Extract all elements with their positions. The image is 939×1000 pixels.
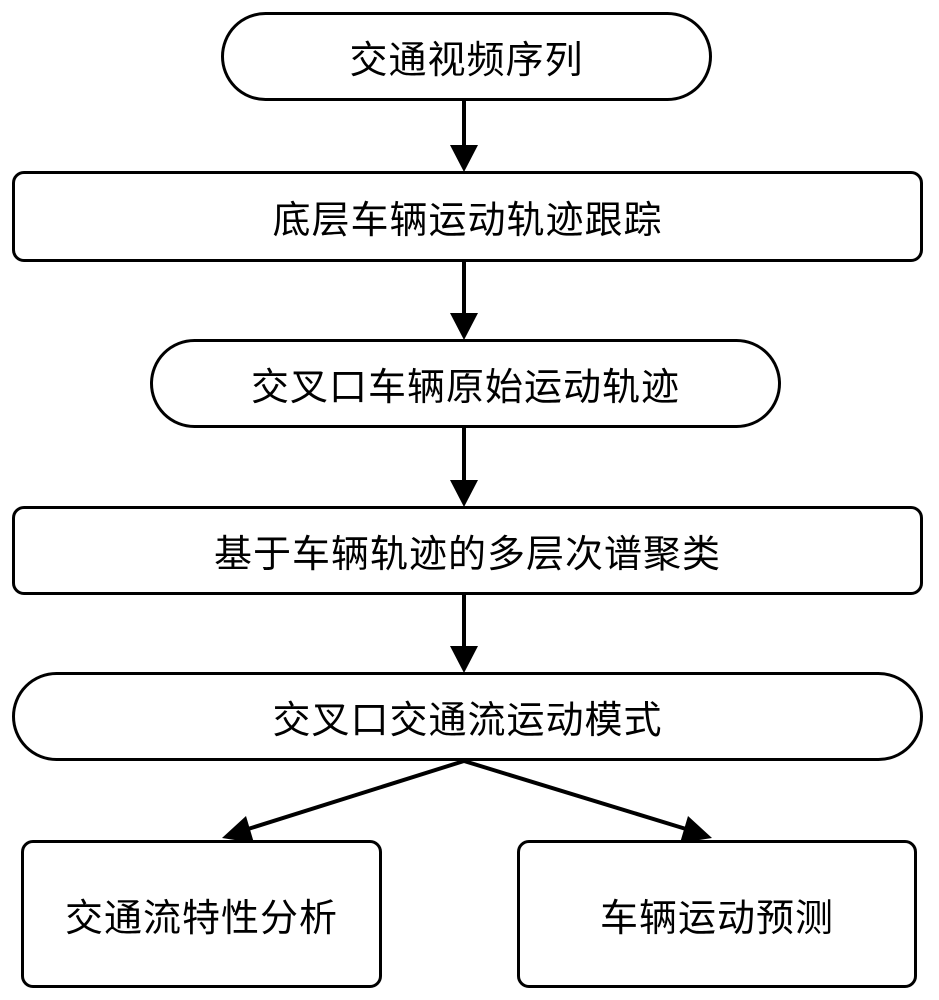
- spectral-clustering-label: 基于车辆轨迹的多层次谱聚类: [213, 532, 721, 576]
- raw-trajectories-node: 交叉口车辆原始运动轨迹: [150, 339, 781, 428]
- raw-trajectories-label: 交叉口车辆原始运动轨迹: [250, 365, 680, 409]
- flow-analysis-node: 交通流特性分析: [21, 840, 382, 988]
- arrow-5-left: [222, 759, 465, 843]
- trajectory-tracking-label: 底层车辆运动轨迹跟踪: [272, 198, 663, 242]
- arrow-5-right: [463, 759, 712, 843]
- arrow-3: [450, 428, 478, 507]
- motion-patterns-label: 交叉口交通流运动模式: [272, 698, 663, 742]
- motion-prediction-label: 车辆运动预测: [599, 895, 834, 940]
- video-sequence-node: 交通视频序列: [221, 12, 712, 101]
- arrow-2: [450, 262, 478, 340]
- arrow-1: [450, 101, 478, 172]
- video-sequence-label: 交通视频序列: [349, 38, 584, 82]
- trajectory-tracking-node: 底层车辆运动轨迹跟踪: [12, 171, 923, 262]
- spectral-clustering-node: 基于车辆轨迹的多层次谱聚类: [12, 506, 923, 595]
- motion-prediction-node: 车辆运动预测: [517, 840, 917, 988]
- arrow-4: [450, 595, 478, 673]
- motion-patterns-node: 交叉口交通流运动模式: [12, 672, 923, 761]
- flow-analysis-label: 交通流特性分析: [64, 895, 338, 940]
